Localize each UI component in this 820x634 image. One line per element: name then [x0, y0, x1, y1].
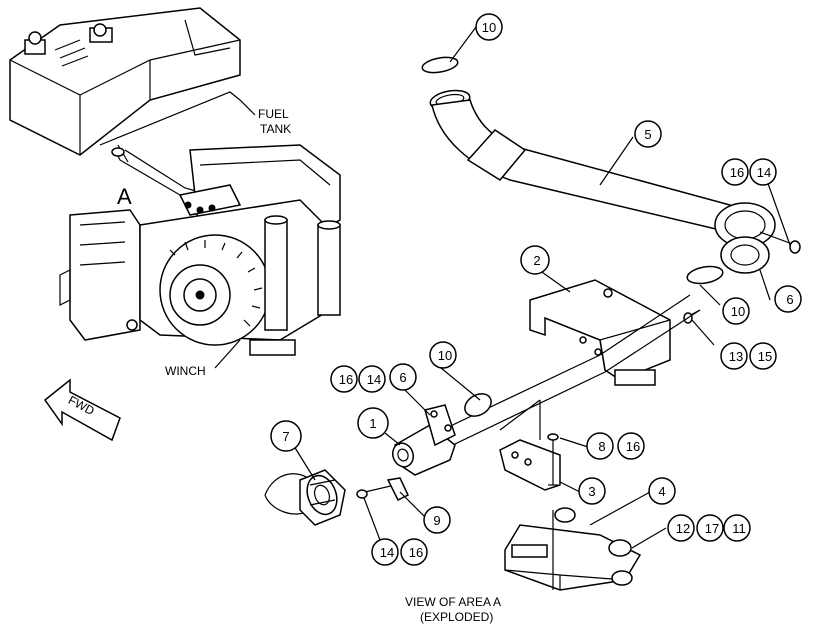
callout-12: 12 [667, 514, 695, 542]
callout-6-mid: 6 [389, 363, 417, 391]
callout-text: 12 [676, 521, 690, 536]
callout-text: 10 [482, 20, 496, 35]
callout-8: 8 [586, 432, 614, 460]
callout-text: 16 [730, 165, 744, 180]
callout-1: 1 [357, 407, 389, 439]
hose-assembly [421, 56, 801, 285]
callout-6-right: 6 [774, 285, 802, 313]
forward-arrow [43, 378, 121, 442]
fuel-tank-label-line1: FUEL [258, 107, 289, 121]
callout-16-bottom: 16 [400, 538, 428, 566]
callout-10-top: 10 [475, 13, 503, 41]
winch-assembly [59, 144, 341, 356]
callout-14-mid: 14 [358, 365, 386, 393]
callout-text: 3 [588, 484, 595, 499]
callout-text: 10 [731, 304, 745, 319]
callout-16-at-8: 16 [617, 432, 645, 460]
callout-7: 7 [270, 420, 302, 452]
area-a-letter: A [117, 184, 132, 209]
callout-text: 7 [282, 429, 289, 444]
fitting-assembly [391, 404, 456, 476]
callout-text: 14 [367, 372, 381, 387]
callout-14-bottom: 14 [371, 538, 399, 566]
callout-text: 5 [644, 127, 651, 142]
coupling-7 [264, 469, 346, 526]
bracket-2 [529, 279, 701, 386]
callout-text: 14 [380, 545, 394, 560]
winch-label: WINCH [165, 364, 206, 378]
callout-15: 15 [749, 342, 777, 370]
callout-text: 16 [339, 372, 353, 387]
callout-text: 14 [757, 165, 771, 180]
callout-text: 10 [438, 348, 452, 363]
callout-16-mid: 16 [330, 365, 358, 393]
callout-text: 6 [399, 370, 406, 385]
callout-text: 13 [729, 349, 743, 364]
fuel-tank [9, 7, 241, 201]
callout-3: 3 [578, 477, 606, 505]
callout-text: 11 [732, 521, 746, 536]
callout-4: 4 [648, 477, 676, 505]
callout-10-mid-right: 10 [722, 297, 750, 325]
view-label-line1: VIEW OF AREA A [405, 595, 501, 609]
callout-11: 11 [723, 514, 751, 542]
callout-text: 6 [786, 292, 793, 307]
fuel-tank-leader [99, 91, 256, 146]
callout-text: 9 [433, 513, 440, 528]
bracket-3 [499, 399, 561, 491]
winch-leader [214, 339, 241, 369]
mount-plate-4 [504, 507, 642, 591]
callout-17: 17 [696, 514, 724, 542]
callout-2: 2 [520, 245, 550, 275]
callout-10-mid: 10 [429, 341, 457, 369]
callout-9: 9 [423, 506, 451, 534]
callout-text: 1 [369, 416, 376, 431]
callout-text: 15 [758, 349, 772, 364]
callout-text: 8 [598, 439, 605, 454]
view-label-line2: (EXPLODED) [420, 610, 493, 624]
fuel-tank-label-line2: TANK [260, 122, 291, 136]
callout-5: 5 [634, 120, 662, 148]
callout-14-top-right: 14 [749, 158, 777, 186]
callout-text: 17 [705, 521, 719, 536]
callout-text: 2 [533, 253, 540, 268]
callout-text: 16 [409, 545, 423, 560]
callout-text: 16 [626, 439, 640, 454]
bolt-clip [356, 477, 409, 502]
callout-13: 13 [720, 342, 748, 370]
callout-16-top-right: 16 [721, 158, 749, 186]
callout-text: 4 [658, 484, 665, 499]
